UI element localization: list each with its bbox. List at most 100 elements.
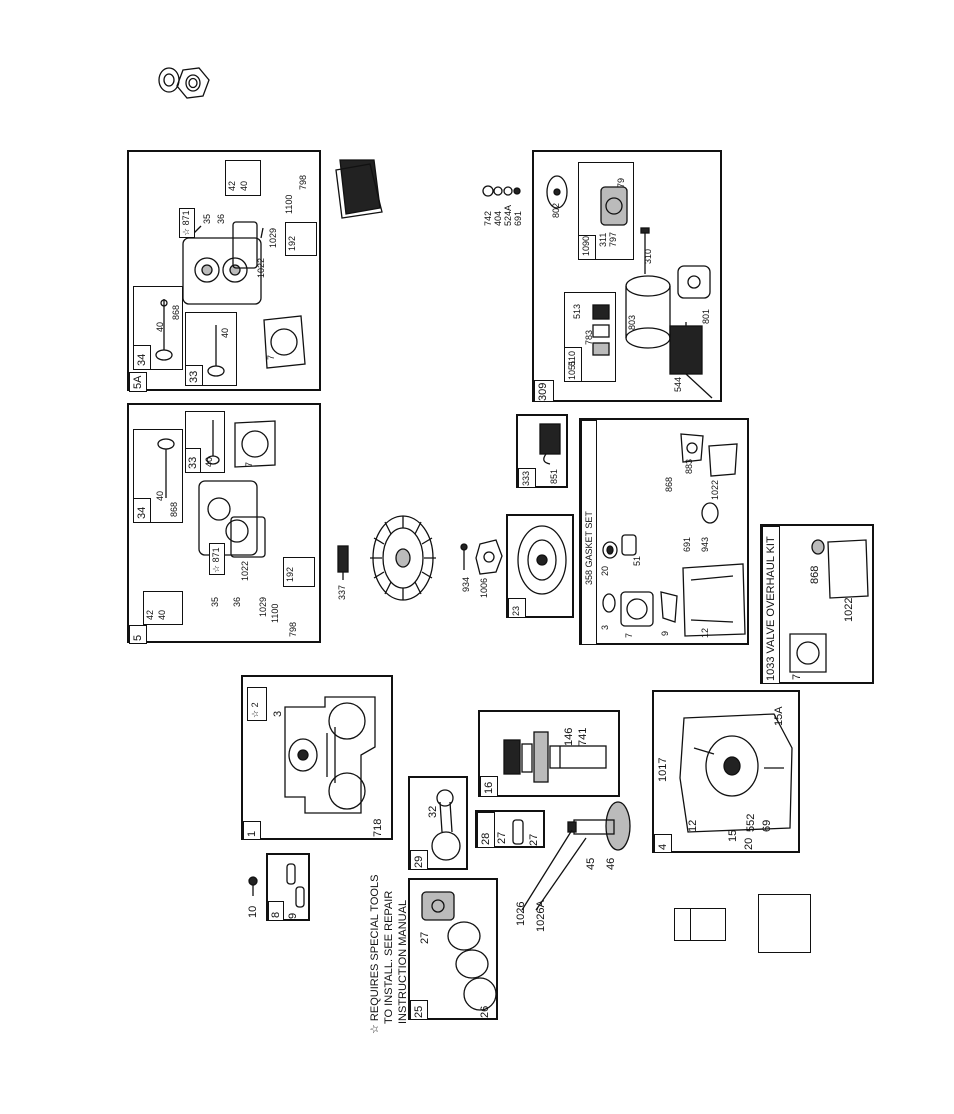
- crankshaft-icon: [503, 731, 607, 783]
- crankcase-cover-icon: [679, 713, 793, 833]
- box-23-id: 23: [508, 598, 526, 618]
- o-ring-icon: [701, 502, 719, 524]
- box-358-gasket-set: 358 GASKET SET 3 7 9 12 20 51 691 943 86…: [579, 418, 749, 645]
- pushrod-icon: [521, 829, 587, 911]
- blank-box-left-b: [690, 908, 726, 941]
- head-gasket-icon: [234, 420, 276, 468]
- label-337: 337: [337, 584, 347, 600]
- sub-box-33: 33: [185, 411, 225, 473]
- gasket-icon: [660, 591, 678, 623]
- piston-icon: [421, 891, 455, 921]
- box-29-id: 29: [410, 850, 428, 870]
- box-5-id: 5: [129, 625, 147, 644]
- star-2-box: ☆ 2: [247, 687, 267, 721]
- valve-icon: [155, 299, 173, 361]
- box-23: 23: [506, 514, 574, 618]
- sub-box-192: 192: [283, 557, 315, 587]
- bolt-icon: [640, 227, 650, 274]
- box-8-id: 8: [268, 901, 284, 921]
- box-8: 8 9: [266, 853, 310, 921]
- box-25-id: 25: [410, 1000, 428, 1020]
- hex-nut-icon: [158, 67, 210, 99]
- ignition-coil-icon: [539, 423, 561, 465]
- box-5a: 5A 34 40 868 33 40 7 1022 1029 192 35 36…: [127, 150, 321, 392]
- armature-icon: [669, 322, 713, 399]
- label-1026: 1026: [515, 901, 527, 926]
- head-gasket-icon: [620, 591, 654, 627]
- washers-icon: [482, 185, 521, 197]
- valve-icon: [207, 325, 225, 377]
- flywheel-fan-icon: [370, 515, 436, 601]
- rocker-cover-gasket-icon: [827, 539, 869, 599]
- blank-box-right: [758, 894, 811, 953]
- valve-icon: [206, 420, 220, 465]
- head-gasket-icon: [263, 315, 306, 369]
- seal-icon: [602, 541, 618, 559]
- sub-box-192: 192: [285, 222, 317, 256]
- box-25-piston: 25 27 26: [408, 878, 498, 1020]
- box-309-id: 309: [534, 380, 554, 402]
- end-cap-icon: [677, 265, 711, 299]
- shim-icon: [286, 863, 305, 908]
- star-871-box: ☆ 871: [179, 208, 195, 238]
- gasket-icon: [680, 433, 704, 463]
- label-10: 10: [247, 905, 259, 918]
- drive-gear-icon: [592, 304, 610, 356]
- piston-ring-icon: [447, 921, 497, 1011]
- gasket-icon: [621, 534, 637, 556]
- box-358-id: 358 GASKET SET: [581, 420, 597, 645]
- bolt-icon: [248, 876, 258, 896]
- sub-box-42: 42 40: [143, 591, 183, 625]
- label-1026A: 1026A: [535, 900, 547, 932]
- cylinder-head-icon: [182, 225, 264, 305]
- note-line-1: ☆ REQUIRES SPECIAL TOOLS: [369, 874, 381, 1034]
- box-1033-id: 1033 VALVE OVERHAUL KIT: [762, 526, 780, 684]
- sub-box-34: 34: [133, 429, 183, 523]
- engine-block-icon: [284, 696, 376, 814]
- star-871-box: ☆ 871: [209, 543, 225, 575]
- thrust-plate-icon: [546, 175, 568, 209]
- label-45: 45: [585, 857, 597, 870]
- starter-housing-icon: [625, 275, 671, 349]
- box-4-crankcase-cover: 4 1017 15A 12 552 69 15 20: [652, 690, 800, 853]
- box-333: 333 851: [516, 414, 568, 488]
- sub-box-33: 33: [185, 312, 237, 386]
- rocker-cover-gasket-icon: [232, 221, 258, 269]
- box-1033-valve-overhaul-kit: 1033 VALVE OVERHAUL KIT 7 868 1022: [760, 524, 874, 684]
- head-gasket-icon: [789, 633, 827, 673]
- box-4-id: 4: [654, 834, 672, 853]
- sub-box-34: 34: [133, 286, 183, 370]
- box-28: 28 27 27: [475, 810, 545, 848]
- box-1-engine-block: 1 ☆ 2 3 718: [241, 675, 393, 840]
- bolt-icon: [460, 543, 468, 570]
- rocker-cover-gasket-icon: [230, 516, 266, 558]
- box-16-crankshaft: 16 146 741: [478, 710, 620, 797]
- box-5: 5 34 40 868 33 40 7 ☆ 871 1022 192 35 36…: [127, 403, 321, 644]
- brush-holder-icon: [600, 186, 628, 226]
- box-333-id: 333: [518, 468, 536, 488]
- crankcase-gasket-icon: [682, 563, 746, 637]
- box-1-id: 1: [243, 821, 261, 840]
- box-28-id: 28: [477, 812, 495, 848]
- valve-icon: [157, 438, 175, 498]
- wrist-pin-icon: [512, 819, 524, 845]
- sub-box-1090: 1090 311 797 579: [578, 162, 634, 260]
- connecting-rod-icon: [431, 789, 461, 861]
- box-16-id: 16: [480, 776, 498, 797]
- valve-seal-icon: [811, 539, 825, 555]
- gasket-ring-icon: [602, 593, 616, 613]
- label-46: 46: [605, 857, 617, 870]
- camshaft-icon: [567, 801, 631, 851]
- box-5a-id: 5A: [129, 372, 147, 392]
- flywheel-nut-icon: [475, 539, 503, 575]
- rocker-cover-icon: [335, 159, 383, 219]
- cylinder-head-icon: [198, 480, 258, 556]
- sub-box-42: 42 40: [225, 160, 261, 196]
- flywheel-icon: [517, 525, 567, 595]
- note-line-2: TO INSTALL. SEE REPAIR: [383, 890, 395, 1024]
- spark-plug-icon: [337, 545, 349, 580]
- gasket-icon: [708, 443, 738, 477]
- box-29-connecting-rod: 29 32: [408, 776, 468, 870]
